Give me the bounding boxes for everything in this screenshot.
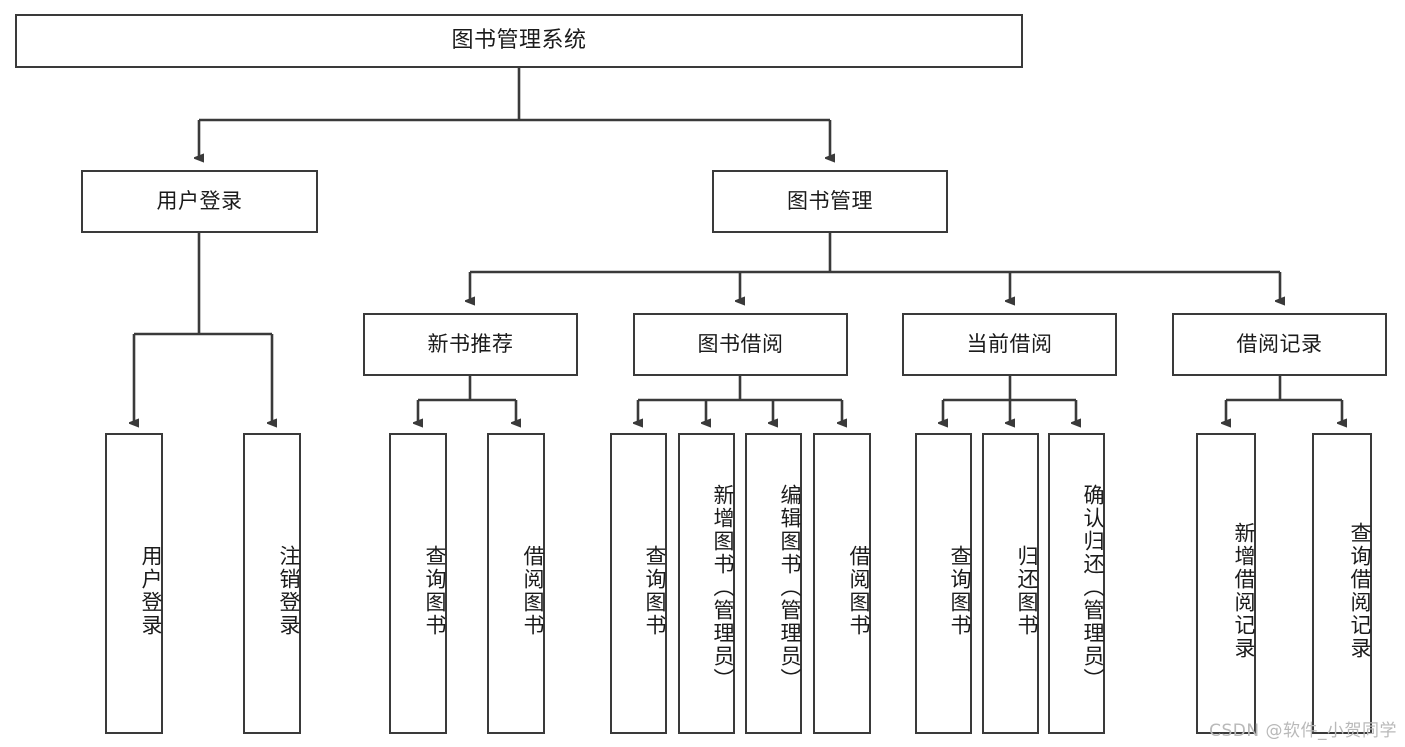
leaf-current-borrow-query[interactable]: 查询图书 [915,433,972,734]
leaf-book-borrow-query[interactable]: 查询图书 [610,433,667,734]
node-book-borrow[interactable]: 图书借阅 [633,313,848,376]
node-borrow-record[interactable]: 借阅记录 [1172,313,1387,376]
node-new-book-recommend[interactable]: 新书推荐 [363,313,578,376]
leaf-new-book-query[interactable]: 查询图书 [389,433,447,734]
leaf-borrow-record-query[interactable]: 查询借阅记录 [1312,433,1372,734]
node-current-borrow[interactable]: 当前借阅 [902,313,1117,376]
node-user-login[interactable]: 用户登录 [81,170,318,233]
leaf-book-borrow-edit[interactable]: 编辑图书（管理员） [745,433,802,734]
node-root-system[interactable]: 图书管理系统 [15,14,1023,68]
leaf-user-login-logout[interactable]: 注销登录 [243,433,301,734]
leaf-borrow-record-add[interactable]: 新增借阅记录 [1196,433,1256,734]
node-book-management[interactable]: 图书管理 [712,170,948,233]
leaf-current-borrow-confirm-return[interactable]: 确认归还（管理员） [1048,433,1105,734]
leaf-book-borrow-borrow[interactable]: 借阅图书 [813,433,871,734]
leaf-new-book-borrow[interactable]: 借阅图书 [487,433,545,734]
leaf-current-borrow-return[interactable]: 归还图书 [982,433,1039,734]
leaf-user-login-login[interactable]: 用户登录 [105,433,163,734]
watermark: CSDN @软件_小贺同学 [1209,721,1397,741]
leaf-book-borrow-add[interactable]: 新增图书（管理员） [678,433,735,734]
